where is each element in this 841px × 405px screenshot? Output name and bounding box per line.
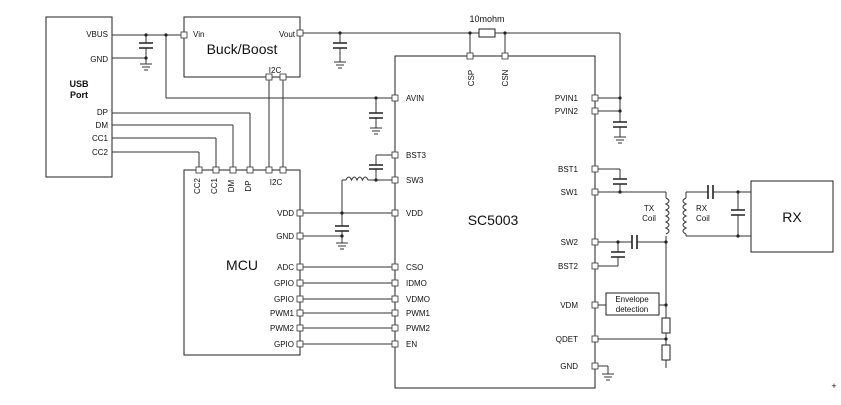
mcu-vdd-label: VDD <box>277 209 294 218</box>
envelope-detection-block <box>605 292 660 316</box>
buck-i2c-label: I2C <box>269 66 282 75</box>
sc-pvin1-label: PVIN1 <box>555 94 579 103</box>
mcu-gnd-label: GND <box>276 232 294 241</box>
pin-markers <box>180 29 599 370</box>
sc5003-title: SC5003 <box>468 212 519 228</box>
sc5003-block <box>394 55 596 389</box>
sc-sw2-label: SW2 <box>561 238 579 247</box>
sc-gnd-label: GND <box>560 362 578 371</box>
mcu-gpio2-label: GPIO <box>274 295 294 304</box>
usb-port-label-2: Port <box>70 90 88 100</box>
mcu-block <box>183 169 301 356</box>
mcu-title: MCU <box>226 257 258 273</box>
envelope-label-1: Envelope <box>615 295 649 304</box>
usb-vbus-label: VBUS <box>86 30 108 39</box>
sense-resistor-label: 10mohm <box>469 14 504 24</box>
mcu-cc2-label: CC2 <box>193 177 202 194</box>
sc-sw3-label: SW3 <box>406 176 424 185</box>
sc-bst3-label: BST3 <box>406 151 427 160</box>
usb-port-label-1: USB <box>69 79 89 89</box>
rx-coil-label-2: Coil <box>696 214 710 223</box>
sc-bst1-label: BST1 <box>558 165 579 174</box>
mcu-gpio3-label: GPIO <box>274 340 294 349</box>
sc-csn-label: CSN <box>501 69 510 86</box>
sc-idmo-label: IDMO <box>406 279 427 288</box>
sc-vdd-label: VDD <box>406 209 423 218</box>
mcu-i2c-label: I2C <box>270 178 283 187</box>
divider-resistor-bottom <box>661 344 671 361</box>
sc-avin-label: AVIN <box>406 94 424 103</box>
usb-cc1-label: CC1 <box>92 134 109 143</box>
corner-plus-mark: + <box>831 381 836 391</box>
mcu-dp-label: DP <box>244 180 253 191</box>
mcu-gpio1-label: GPIO <box>274 279 294 288</box>
rx-coil-label-1: RX <box>696 204 708 213</box>
ground-symbols <box>140 61 626 381</box>
rx-block <box>750 180 834 253</box>
sc-sw1-label: SW1 <box>561 188 579 197</box>
junction-dots <box>144 31 740 341</box>
sc-pvin2-label: PVIN2 <box>555 107 579 116</box>
usb-dm-label: DM <box>96 121 109 130</box>
sc-vdm-label: VDM <box>560 301 578 310</box>
sc-vdmo-label: VDMO <box>406 295 430 304</box>
sc-pwm2-label: PWM2 <box>406 324 431 333</box>
tx-coil-label-1: TX <box>644 204 655 213</box>
buck-boost-block <box>183 16 301 78</box>
sw3-inductor <box>345 176 369 182</box>
sc-qdet-label: QDET <box>556 335 578 344</box>
envelope-label-2: detection <box>616 305 648 314</box>
buck-vin-label: Vin <box>193 30 204 39</box>
divider-resistor-top <box>661 317 671 334</box>
sc-csp-label: CSP <box>467 70 476 86</box>
sc-pwm1-label: PWM1 <box>406 309 431 318</box>
sense-resistor <box>478 28 496 38</box>
tx-coil-label-2: Coil <box>642 214 656 223</box>
usb-cc2-label: CC2 <box>92 148 109 157</box>
mcu-dm-label: DM <box>227 179 236 192</box>
sc-cso-label: CSO <box>406 263 423 272</box>
sc-bst2-label: BST2 <box>558 262 579 271</box>
buck-boost-title: Buck/Boost <box>207 41 278 57</box>
rx-coil <box>682 197 688 235</box>
usb-gnd-label: GND <box>90 55 108 64</box>
usb-dp-label: DP <box>97 108 108 117</box>
rx-title: RX <box>782 209 802 225</box>
mcu-pwm2-label: PWM2 <box>270 324 295 333</box>
usb-port-block <box>45 16 113 178</box>
mcu-cc1-label: CC1 <box>210 177 219 194</box>
mcu-adc-label: ADC <box>277 263 294 272</box>
buck-vout-label: Vout <box>279 30 296 39</box>
sc-en-label: EN <box>406 340 417 349</box>
capacitors <box>139 42 745 258</box>
tx-coil <box>664 197 670 235</box>
mcu-pwm1-label: PWM1 <box>270 309 295 318</box>
